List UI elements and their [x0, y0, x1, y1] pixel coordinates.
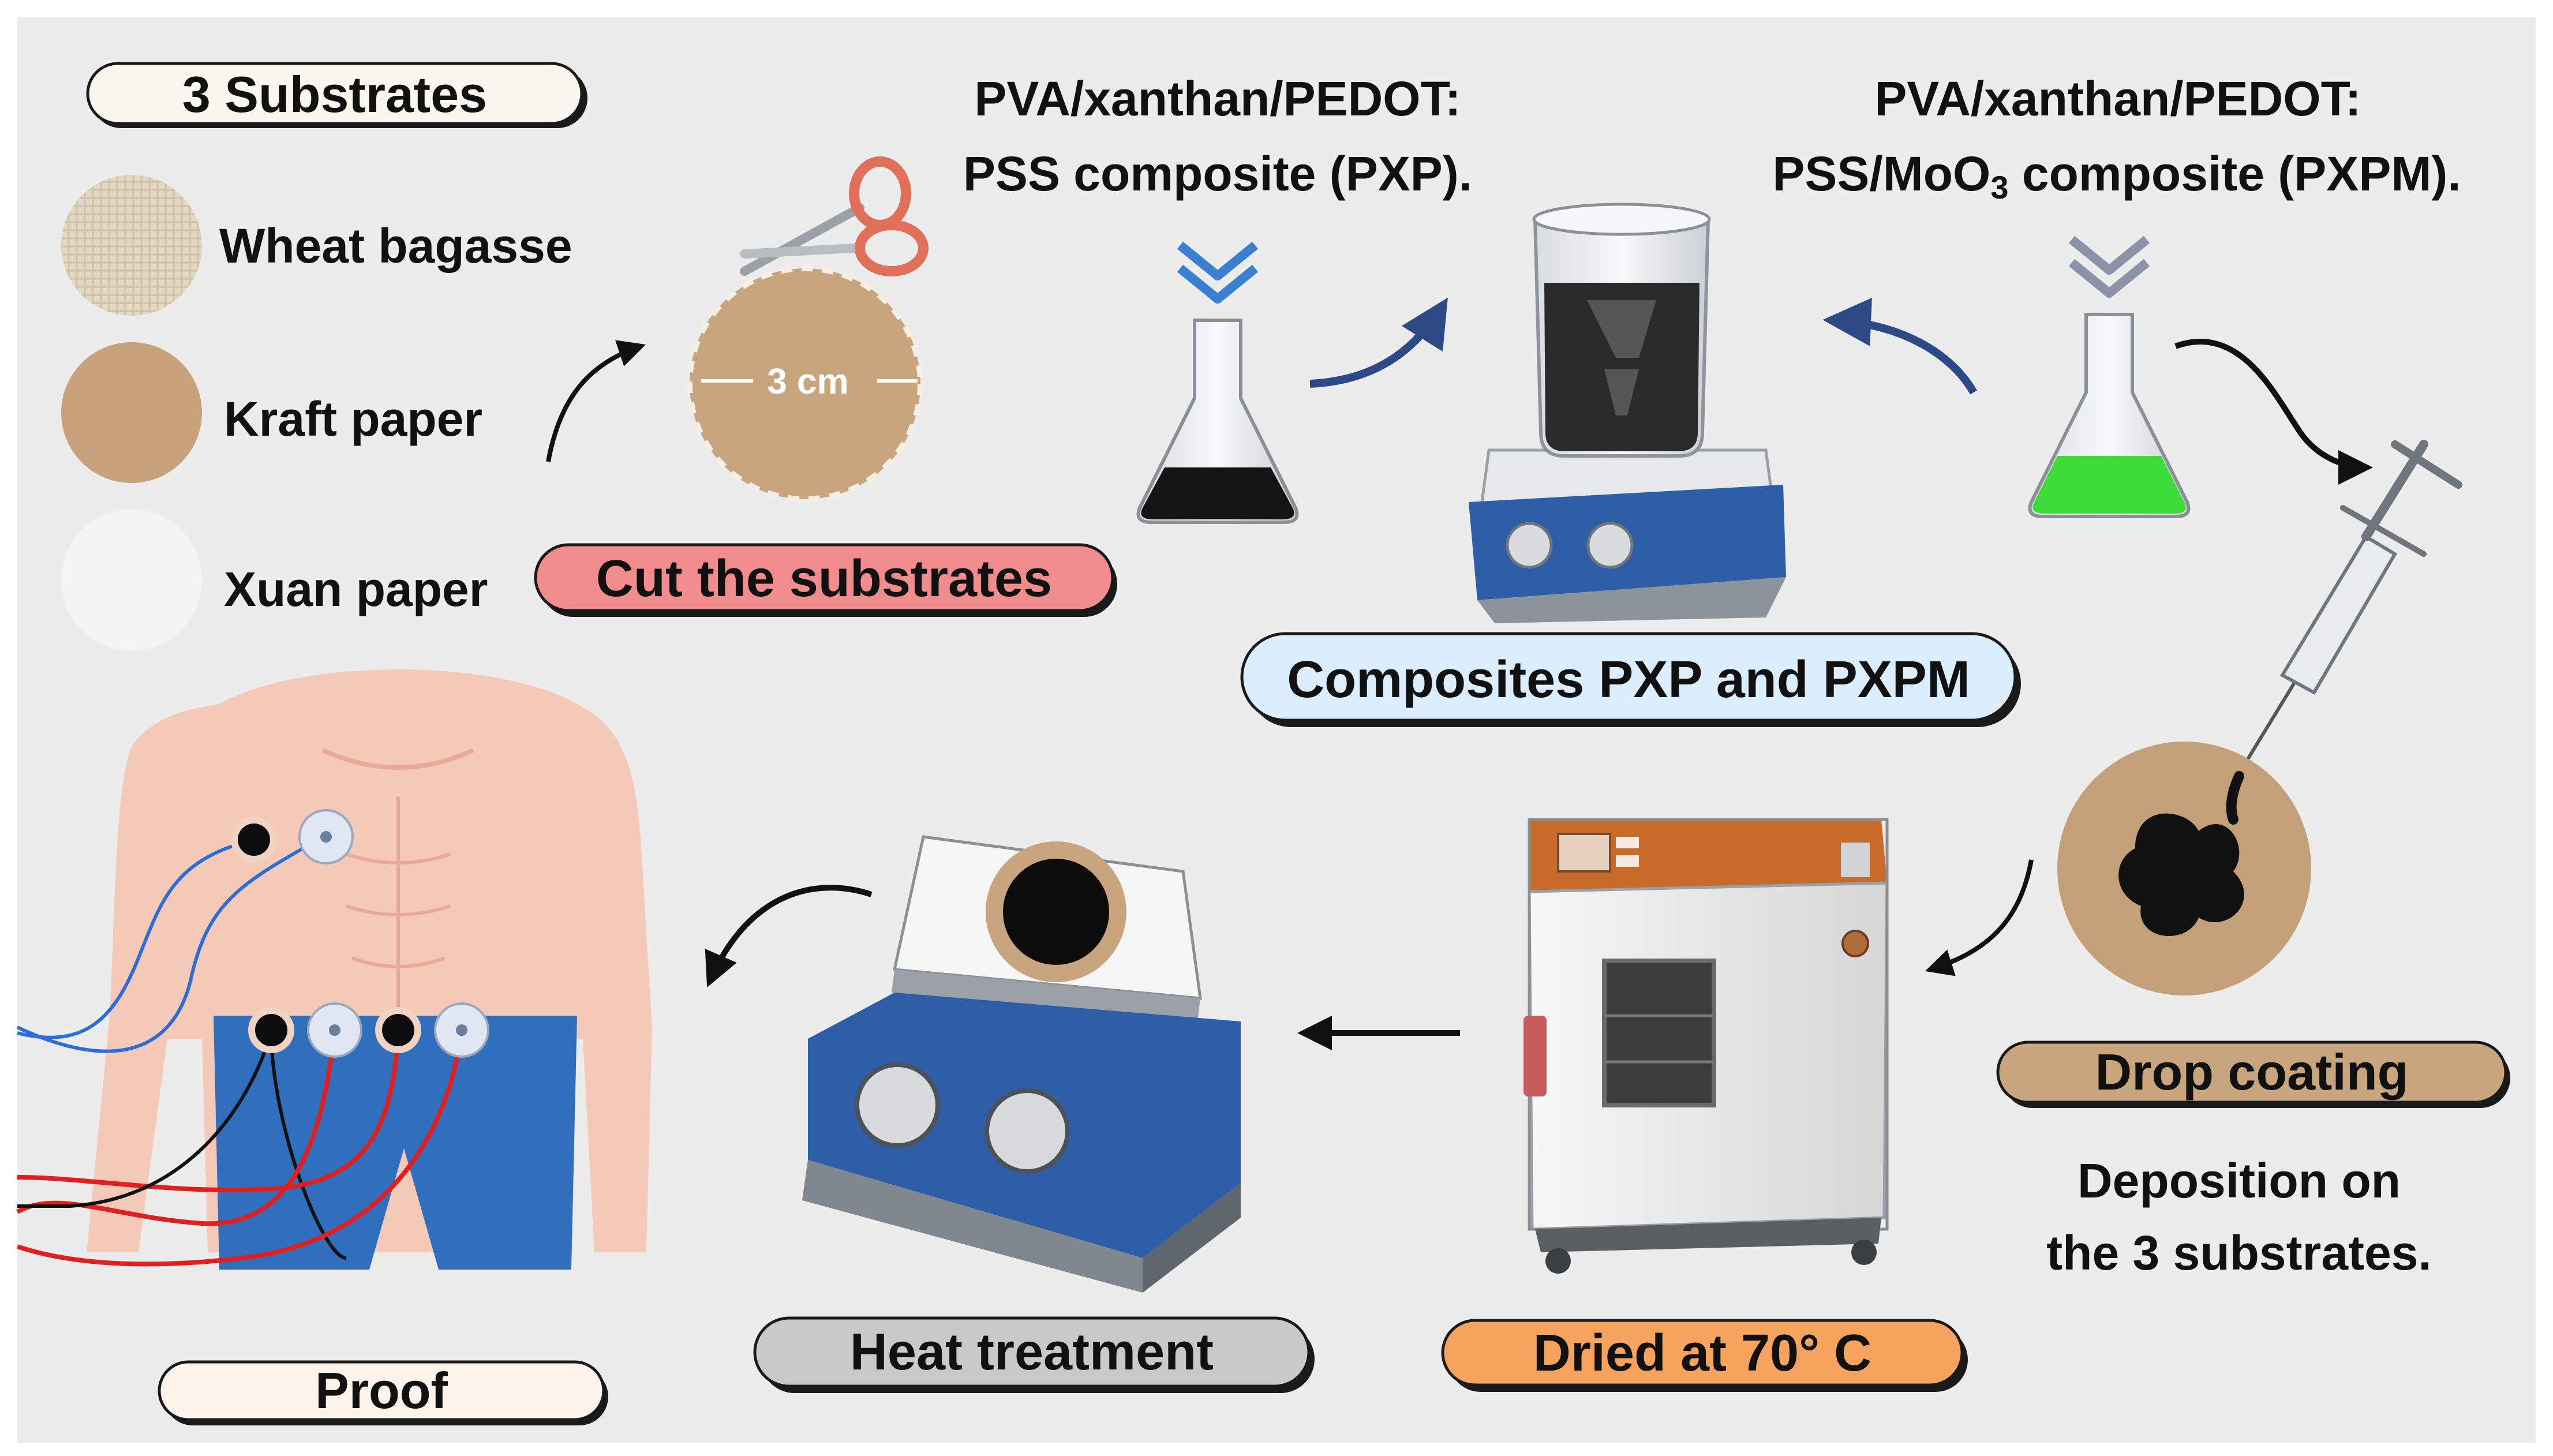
- substrate-kraft-paper: Kraft paper: [61, 342, 482, 483]
- drop-coating-label: Drop coating: [2095, 1043, 2409, 1101]
- pxpm-title-line2: PSS/MoO3 composite (PXPM).: [1772, 147, 2461, 205]
- cut-dimension-label: 3 cm: [767, 362, 848, 402]
- xuan-paper-label: Xuan paper: [224, 562, 488, 616]
- kraft-paper-label: Kraft paper: [224, 392, 482, 446]
- arrow-to-cut: [546, 340, 646, 462]
- substrates-badge-label: 3 Substrates: [182, 66, 487, 123]
- torso-illustration: [87, 669, 652, 1270]
- arrow-to-proof: [705, 885, 873, 987]
- arrow-to-oven: [1925, 859, 2034, 976]
- wheat-bagasse-swatch: [61, 175, 202, 316]
- heat-treatment-badge: Heat treatment: [753, 1316, 1315, 1393]
- wheat-bagasse-label: Wheat bagasse: [219, 219, 572, 273]
- pxp-title-line1: PVA/xanthan/PEDOT:: [974, 72, 1461, 126]
- pxp-flask-icon: [1136, 319, 1299, 524]
- pxpm-flask-icon: [2028, 313, 2191, 518]
- dried-badge: Dried at 70° C: [1441, 1319, 1968, 1392]
- pxpm-chevron-icon: [2068, 235, 2150, 298]
- electrodes-and-leads: [16, 809, 489, 1267]
- substrate-xuan-paper: Xuan paper: [61, 510, 488, 650]
- arrow-pxp-to-stirrer: [1309, 297, 1448, 388]
- composites-badge: Composites PXP and PXPM: [1240, 632, 2021, 727]
- cut-substrates-label: Cut the substrates: [596, 550, 1052, 608]
- hotplate-icon: [802, 835, 1241, 1293]
- cut-disc: 3 cm: [687, 265, 923, 502]
- substrate-wheat-bagasse: Wheat bagasse: [61, 175, 572, 316]
- arrow-to-syringe: [2174, 339, 2373, 485]
- magnetic-stirrer-icon: [1469, 203, 1786, 623]
- arrow-pxpm-to-stirrer: [1822, 297, 1978, 395]
- xuan-paper-swatch: [61, 510, 202, 650]
- drop-coating-badge: Drop coating: [1996, 1040, 2510, 1108]
- dried-label: Dried at 70° C: [1533, 1324, 1871, 1382]
- pxpm-title-line1: PVA/xanthan/PEDOT:: [1874, 72, 2361, 126]
- heat-treatment-label: Heat treatment: [850, 1323, 1214, 1381]
- drop-coating-desc-line1: Deposition on: [2077, 1154, 2401, 1208]
- coated-disc: [2057, 742, 2311, 995]
- composites-label: Composites PXP and PXPM: [1287, 651, 1970, 709]
- kraft-paper-swatch: [61, 342, 202, 483]
- scissors-icon: [740, 156, 929, 276]
- drying-oven-icon: [1523, 818, 1889, 1274]
- substrates-badge: 3 Substrates: [86, 62, 587, 128]
- drop-coating-desc-line2: the 3 substrates.: [2046, 1226, 2432, 1280]
- proof-badge: Proof: [158, 1360, 608, 1425]
- proof-label: Proof: [315, 1362, 448, 1419]
- pxp-title-line2: PSS composite (PXP).: [963, 147, 1472, 201]
- pxp-chevron-icon: [1177, 241, 1259, 304]
- cut-substrates-badge: Cut the substrates: [534, 543, 1117, 617]
- syringe-icon: [2237, 440, 2462, 774]
